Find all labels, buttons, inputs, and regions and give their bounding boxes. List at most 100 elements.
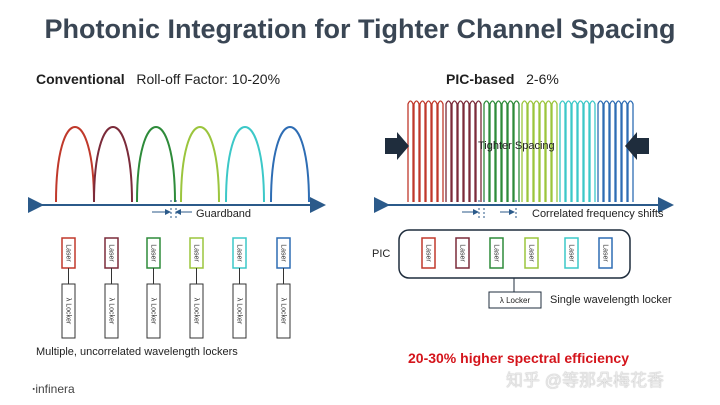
conventional-device-2: Laser λ Locker: [104, 237, 119, 339]
pic-channel-group-2: [445, 100, 482, 202]
pic-subchannel: [545, 100, 552, 202]
laser-text: Laser: [150, 244, 157, 262]
laser-text: Laser: [236, 244, 243, 262]
pic-subchannel: [533, 100, 540, 202]
spectral-efficiency: 20-30% higher spectral efficiency: [408, 350, 629, 366]
pic-rolloff: 2-6%: [526, 71, 559, 87]
conventional-device-3: Laser λ Locker: [146, 237, 161, 339]
conventional-channel-6: [270, 126, 310, 203]
pic-block-label: PIC: [372, 248, 391, 260]
pic-laser-box: [564, 237, 579, 269]
pic-laser-box: [489, 237, 504, 269]
pic-subchannel: [419, 100, 426, 202]
locker-box: [61, 283, 76, 339]
pic-subchannel: [469, 100, 476, 202]
pic-subchannel: [627, 100, 634, 202]
conventional-channels: [55, 126, 310, 203]
locker-box: [104, 283, 119, 339]
conventional-footer: Multiple, uncorrelated wavelength locker…: [36, 346, 238, 358]
pic-subchannel: [413, 100, 420, 202]
pic-laser-1: Laser: [421, 237, 436, 269]
pic-channel-group-4: [521, 100, 558, 202]
laser-text: Laser: [108, 244, 115, 262]
pic-subchannel: [577, 100, 584, 202]
locker-text: λ Locker: [236, 298, 243, 325]
pic-subchannel: [615, 100, 622, 202]
single-locker-text: λ Locker: [500, 296, 531, 305]
pic-subchannel: [463, 100, 470, 202]
conventional-devices: Laser λ Locker Laser λ Locker Laser λ Locker L…: [61, 237, 291, 339]
pic-label: PIC-based: [446, 71, 515, 87]
guardband-text: Guardband: [196, 208, 252, 220]
pic-channel-group-5: [559, 100, 596, 202]
pic-subchannel: [551, 100, 558, 202]
conventional-device-5: Laser λ Locker: [232, 237, 247, 339]
pic-subchannel: [501, 100, 508, 202]
locker-text: λ Locker: [65, 298, 72, 325]
pic-subchannel: [407, 100, 414, 202]
locker-text: λ Locker: [108, 298, 115, 325]
pic-laser-box: [598, 237, 613, 269]
tighter-spacing-text: Tighter Spacing: [478, 140, 555, 152]
pic-subchannel: [513, 100, 520, 202]
infinera-logo: ∙infinera: [32, 382, 75, 396]
locker-box: [276, 283, 291, 339]
logo-text: infinera: [35, 382, 75, 396]
pic-subchannel: [425, 100, 432, 202]
pic-subchannel: [483, 100, 490, 202]
pic-subchannel: [603, 100, 610, 202]
pic-subchannel: [565, 100, 572, 202]
conventional-label: Conventional: [36, 71, 125, 87]
tighter-arrow-left: [385, 132, 409, 160]
conventional-channel-2: [93, 126, 133, 203]
pic-channels: [407, 100, 634, 202]
pic-subchannel: [571, 100, 578, 202]
watermark: 知乎 @等那朵梅花香: [506, 371, 664, 390]
single-locker-box: [488, 291, 542, 309]
conventional-device-1: Laser λ Locker: [61, 237, 76, 339]
pic-subchannel: [621, 100, 628, 202]
pic-laser-text: Laser: [425, 244, 432, 262]
conventional-channel-5: [225, 126, 265, 203]
pic-laser-6: Laser: [598, 237, 613, 269]
locker-box: [189, 283, 204, 339]
conventional-channel-4: [180, 126, 220, 203]
pic-subchannel: [583, 100, 590, 202]
pic-heading: PIC-based 2-6%: [446, 71, 559, 87]
pic-devices: Laser Laser Laser Laser Laser Laser: [421, 237, 613, 269]
pic-subchannel: [445, 100, 452, 202]
pic-laser-5: Laser: [564, 237, 579, 269]
pic-subchannel: [597, 100, 604, 202]
pic-subchannel: [495, 100, 502, 202]
pic-subchannel: [539, 100, 546, 202]
pic-subchannel: [521, 100, 528, 202]
pic-channel-group-6: [597, 100, 634, 202]
pic-laser-text: Laser: [459, 244, 466, 262]
locker-text: λ Locker: [193, 298, 200, 325]
pic-laser-box: [455, 237, 470, 269]
correlated-text: Correlated frequency shifts: [532, 208, 664, 220]
pic-laser-3: Laser: [489, 237, 504, 269]
pic-laser-box: [421, 237, 436, 269]
pic-subchannel: [457, 100, 464, 202]
pic-subchannel: [589, 100, 596, 202]
pic-subchannel: [507, 100, 514, 202]
pic-subchannel: [437, 100, 444, 202]
conventional-channel-1: [55, 126, 95, 203]
pic-laser-text: Laser: [528, 244, 535, 262]
locker-box: [232, 283, 247, 339]
pic-channel-group-3: [483, 100, 520, 202]
single-locker-label: Single wavelength locker: [550, 294, 672, 306]
locker-text: λ Locker: [150, 298, 157, 325]
laser-text: Laser: [280, 244, 287, 262]
conventional-rolloff: Roll-off Factor: 10-20%: [136, 71, 281, 87]
pic-laser-2: Laser: [455, 237, 470, 269]
conventional-channel-3: [136, 126, 176, 203]
pic-subchannel: [609, 100, 616, 202]
pic-subchannel: [559, 100, 566, 202]
laser-text: Laser: [65, 244, 72, 262]
conventional-heading: Conventional Roll-off Factor: 10-20%: [36, 71, 280, 87]
logo-mark: ∙: [32, 382, 36, 396]
